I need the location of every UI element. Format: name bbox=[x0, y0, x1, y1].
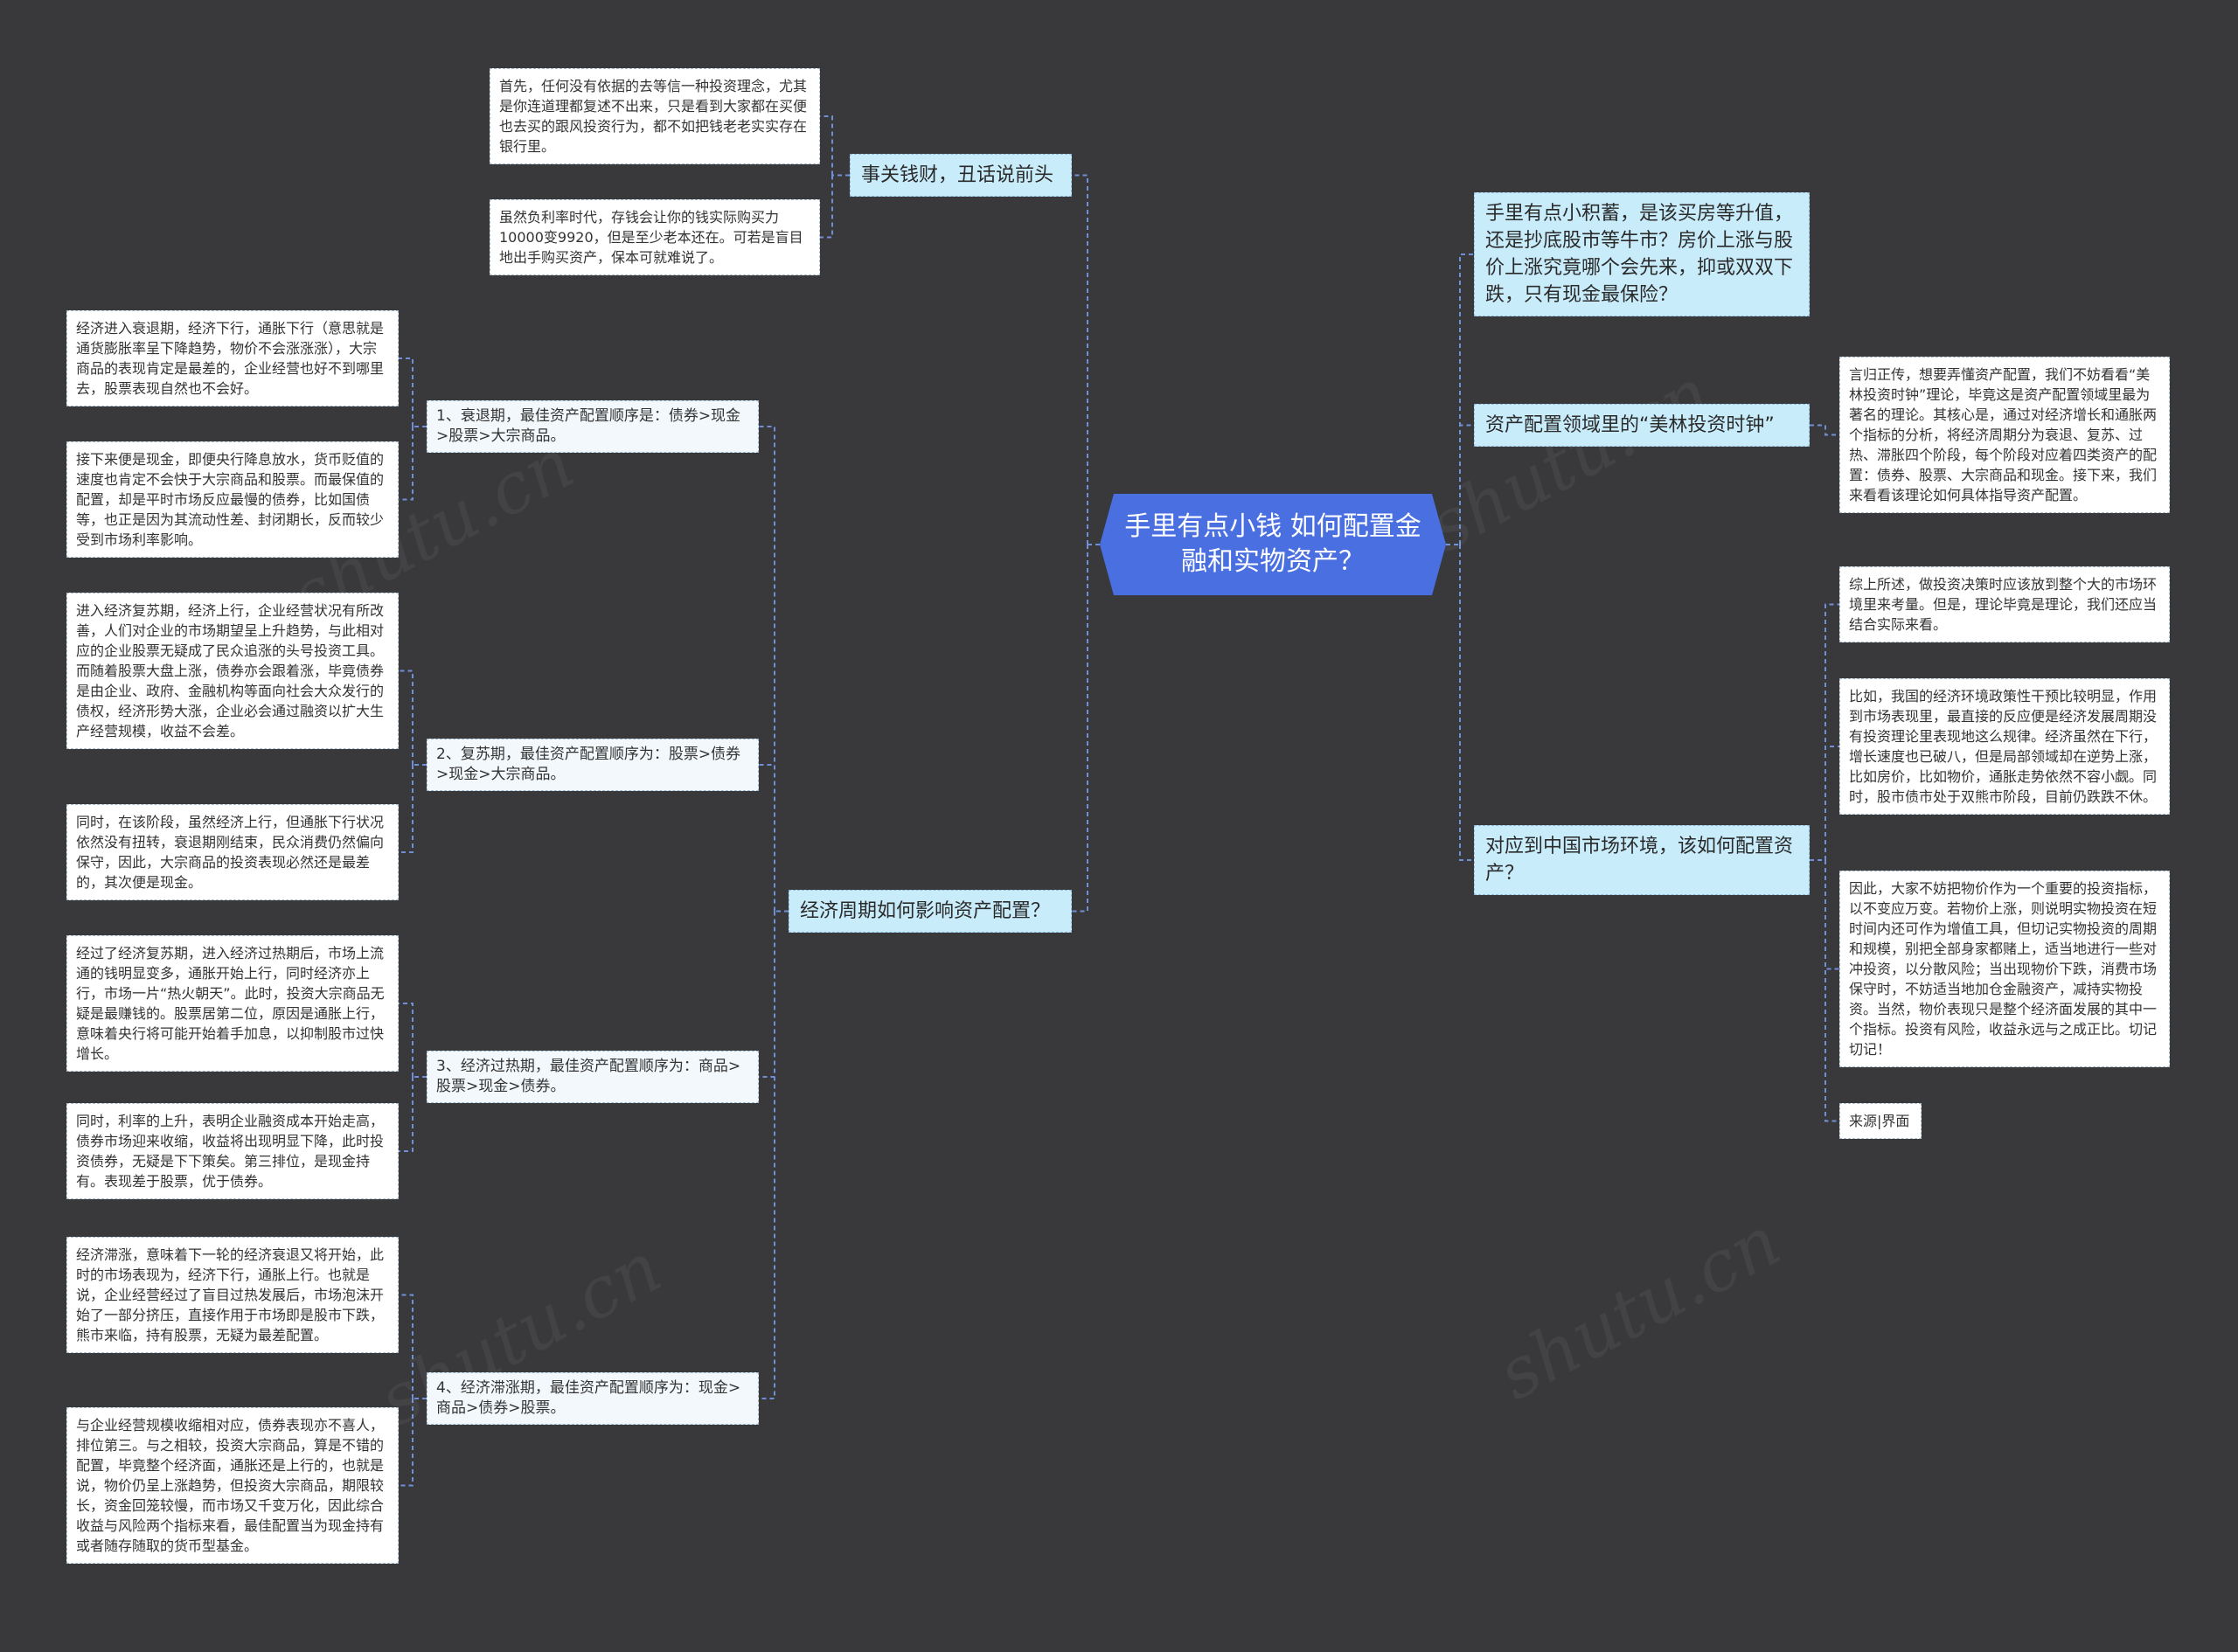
connector-note-merrill-clock bbox=[1824, 425, 1839, 436]
connector-phase-recovery bbox=[759, 764, 775, 912]
note-china-2[interactable]: 比如，我国的经济环境政策性干预比较明显，作用到市场表现里，最直接的反应便是经济发… bbox=[1839, 678, 2170, 815]
topic-merrill-clock[interactable]: 资产配置领域里的“美林投资时钟” bbox=[1474, 404, 1810, 447]
note-source[interactable]: 来源|界面 bbox=[1839, 1103, 1922, 1139]
connector-note-china-1 bbox=[1824, 603, 1839, 860]
root-topic[interactable]: 手里有点小钱 如何配置金融和实物资产？ bbox=[1100, 494, 1446, 595]
connector-note-recession-1 bbox=[399, 357, 414, 427]
note-disclaimer-1[interactable]: 首先，任何没有依据的去等信一种投资理念，尤其是你连道理都复述不出来，只是看到大家… bbox=[490, 68, 820, 164]
phase-recession[interactable]: 1、衰退期，最佳资产配置顺序是：债券>现金>股票>大宗商品。 bbox=[427, 400, 759, 453]
note-stagflation-2[interactable]: 与企业经营规模收缩相对应，债券表现亦不喜人，排位第三。与之相较，投资大宗商品，算… bbox=[66, 1407, 399, 1564]
note-recovery-1[interactable]: 进入经济复苏期，经济上行，企业经营状况有所改善，人们对企业的市场期望呈上升趋势，… bbox=[66, 593, 399, 749]
note-recovery-2[interactable]: 同时，在该阶段，虽然经济上行，但通胀下行状况依然没有扭转，衰退期刚结束，民众消费… bbox=[66, 804, 399, 900]
topic-disclaimer[interactable]: 事关钱财，丑话说前头 bbox=[850, 154, 1072, 197]
connector-note-china-3 bbox=[1824, 860, 1839, 970]
connector-note-recession-2 bbox=[399, 427, 414, 501]
note-overheat-2[interactable]: 同时，利率的上升，表明企业融资成本开始走高，债券市场迎来收缩，收益将出现明显下降… bbox=[66, 1103, 399, 1199]
connector-phase-overheat bbox=[759, 911, 775, 1078]
connector-note-recovery-1 bbox=[399, 670, 414, 765]
connector-note-china-2 bbox=[1824, 746, 1839, 860]
phase-recovery[interactable]: 2、复苏期，最佳资产配置顺序为：股票>债券>现金>大宗商品。 bbox=[427, 739, 759, 791]
connector-topic-merrill-clock bbox=[1459, 424, 1474, 545]
connector-phase-stagflation bbox=[759, 911, 775, 1399]
connector-topic-economic-cycle bbox=[1072, 545, 1088, 913]
connector-note-overheat-2 bbox=[399, 1077, 414, 1152]
connector-topic-china-market bbox=[1459, 545, 1474, 861]
note-overheat-1[interactable]: 经过了经济复苏期，进入经济过热期后，市场上流通的钱明显变多，通胀开始上行，同时经… bbox=[66, 935, 399, 1072]
note-recession-2[interactable]: 接下来便是现金，即便央行降息放水，货币贬值的速度也肯定不会快于大宗商品和股票。而… bbox=[66, 441, 399, 558]
topic-savings-question[interactable]: 手里有点小积蓄，是该买房等升值，还是抄底股市等牛市？房价上涨与股价上涨究竟哪个会… bbox=[1474, 192, 1810, 316]
phase-stagflation[interactable]: 4、经济滞涨期，最佳资产配置顺序为：现金>商品>债券>股票。 bbox=[427, 1372, 759, 1425]
note-china-1[interactable]: 综上所述，做投资决策时应该放到整个大的市场环境里来考量。但是，理论毕竟是理论，我… bbox=[1839, 566, 2170, 642]
topic-china-market[interactable]: 对应到中国市场环境，该如何配置资产？ bbox=[1474, 825, 1810, 895]
note-china-3[interactable]: 因此，大家不妨把物价作为一个重要的投资指标，以不变应万变。若物价上涨，则说明实物… bbox=[1839, 871, 2170, 1067]
topic-economic-cycle[interactable]: 经济周期如何影响资产配置？ bbox=[789, 890, 1072, 933]
connector-note-disclaimer-2 bbox=[820, 175, 833, 239]
phase-overheat[interactable]: 3、经济过热期，最佳资产配置顺序为：商品>股票>现金>债券。 bbox=[427, 1051, 759, 1103]
connector-note-overheat-1 bbox=[399, 1003, 414, 1077]
note-disclaimer-2[interactable]: 虽然负利率时代，存钱会让你的钱实际购买力10000变9920，但是至少老本还在。… bbox=[490, 199, 820, 275]
connector-note-stagflation-1 bbox=[399, 1294, 414, 1399]
connector-note-source bbox=[1824, 860, 1839, 1122]
connector-topic-savings-question bbox=[1459, 253, 1474, 545]
note-stagflation-1[interactable]: 经济滞涨，意味着下一轮的经济衰退又将开始，此时的市场表现为，经济下行，通胀上行。… bbox=[66, 1237, 399, 1353]
root-topic-label: 手里有点小钱 如何配置金融和实物资产？ bbox=[1124, 511, 1421, 577]
connector-topic-disclaimer bbox=[1072, 174, 1088, 545]
connector-phase-recession bbox=[759, 426, 775, 912]
note-recession-1[interactable]: 经济进入衰退期，经济下行，通胀下行（意思就是通货膨胀率呈下降趋势，物价不会涨涨涨… bbox=[66, 310, 399, 406]
connector-note-recovery-2 bbox=[399, 765, 414, 853]
connector-note-disclaimer-1 bbox=[820, 115, 833, 176]
note-merrill-clock[interactable]: 言归正传，想要弄懂资产配置，我们不妨看看“美林投资时钟”理论，毕竟这是资产配置领… bbox=[1839, 357, 2170, 513]
connector-note-stagflation-2 bbox=[399, 1399, 414, 1487]
